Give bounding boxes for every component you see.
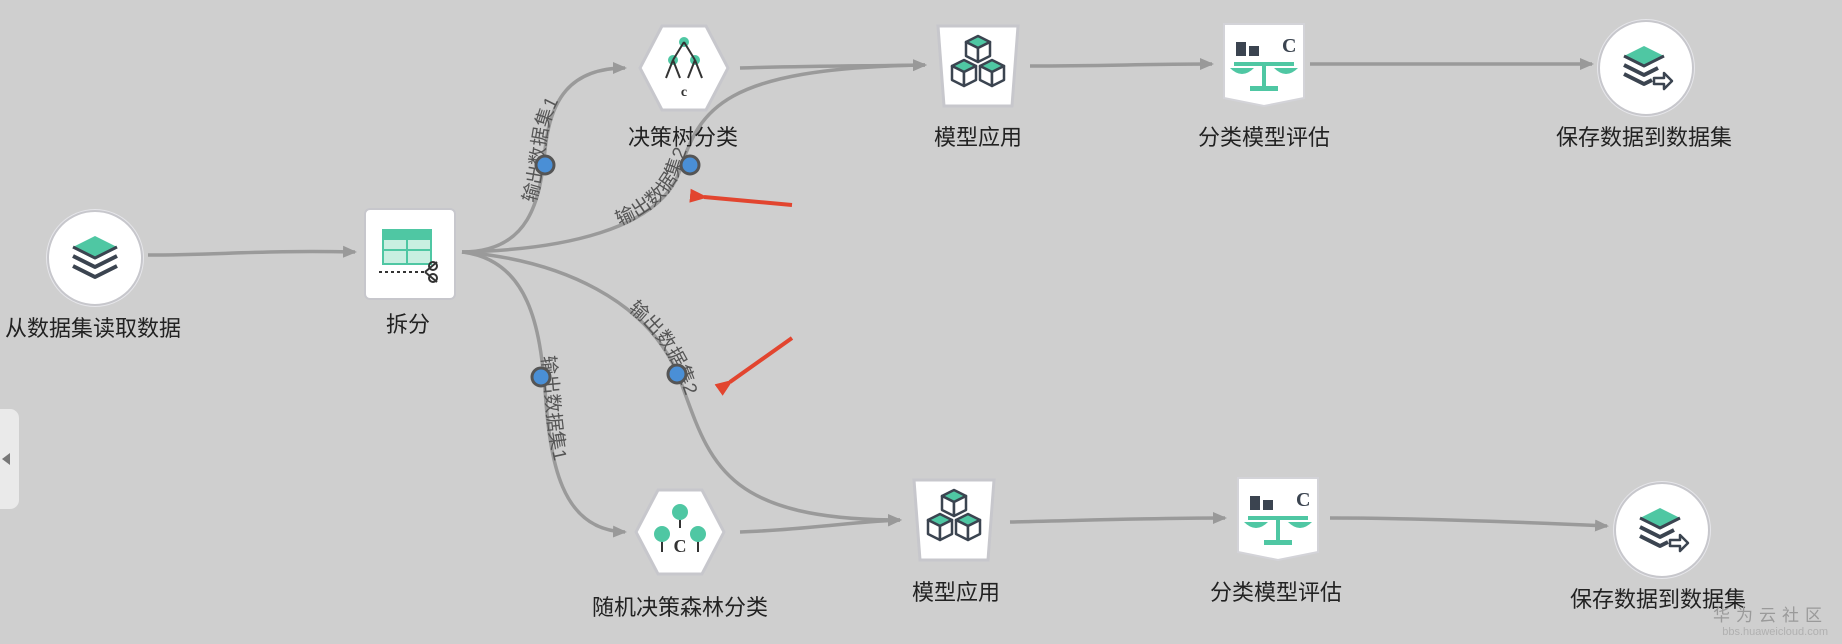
dataset-layers-icon (72, 236, 118, 279)
chevron-left-icon (2, 453, 10, 465)
node-save-top[interactable] (1598, 20, 1694, 116)
model-cubes-icon (936, 24, 1020, 108)
scale-eval-icon: C (1237, 477, 1319, 562)
node-model-apply-top[interactable] (932, 20, 1024, 112)
edge-label-out1-top: 输出数据集1 (519, 94, 563, 205)
edge-tree-to-apply-top (739, 59, 927, 72)
node-decision-tree[interactable]: c (636, 20, 732, 116)
save-dataset-icon (1639, 508, 1690, 553)
port-out2-top[interactable] (679, 154, 701, 176)
scale-eval-icon: C (1223, 23, 1305, 108)
edge-split-to-forest (461, 250, 627, 538)
label-eval-top: 分类模型评估 (1197, 125, 1331, 150)
annotation-arrow-bottom (714, 336, 794, 396)
port-out1-top[interactable] (534, 154, 556, 176)
edge-split-to-tree (461, 62, 627, 254)
edge-apply-to-eval-bottom (1009, 512, 1227, 525)
edge-forest-to-apply-bottom (739, 514, 902, 534)
edge-read-to-split (147, 245, 357, 258)
port-out2-bottom[interactable] (666, 363, 688, 385)
label-model-apply-bottom: 模型应用 (911, 580, 1001, 605)
label-save-bottom: 保存数据到数据集 (1569, 587, 1747, 612)
watermark-url: bbs.huaweicloud.com (1722, 626, 1828, 638)
label-split: 拆分 (385, 312, 431, 337)
edge-eval-to-save-bottom (1329, 516, 1609, 532)
label-decision-tree: 决策树分类 (627, 125, 739, 150)
split-table-icon (379, 229, 438, 283)
edge-label-out2-bottom: 输出数据集2 (625, 297, 701, 398)
watermark-brand: 华为云社区 (1713, 606, 1828, 625)
label-read-dataset: 从数据集读取数据 (4, 316, 182, 341)
svg-text:C: C (674, 536, 687, 556)
svg-text:c: c (681, 85, 687, 100)
watermark: 华为云社区 bbs.huaweicloud.com (1713, 601, 1828, 638)
decision-tree-icon: c (638, 24, 730, 112)
node-model-apply-bottom[interactable] (908, 474, 1000, 566)
label-eval-bottom: 分类模型评估 (1209, 580, 1343, 605)
node-read-dataset[interactable] (47, 210, 143, 306)
label-model-apply-top: 模型应用 (933, 125, 1023, 150)
node-eval-bottom[interactable]: C (1232, 472, 1324, 564)
svg-text:C: C (1296, 489, 1310, 511)
random-forest-icon: C (634, 488, 726, 576)
label-random-forest: 随机决策森林分类 (591, 595, 769, 620)
node-random-forest[interactable]: C (632, 484, 728, 580)
edge-split-to-apply-top (461, 59, 927, 254)
model-cubes-icon (912, 478, 996, 562)
side-panel-toggle[interactable] (0, 408, 20, 510)
node-save-bottom[interactable] (1614, 482, 1710, 578)
annotation-arrow-top (689, 188, 793, 207)
node-split[interactable] (364, 208, 456, 300)
svg-text:C: C (1282, 35, 1296, 57)
node-eval-top[interactable]: C (1218, 18, 1310, 110)
label-save-top: 保存数据到数据集 (1555, 125, 1733, 150)
save-dataset-icon (1623, 46, 1674, 91)
edge-apply-to-eval-top (1029, 58, 1214, 71)
edge-label-out2-top: 输出数据集2 (612, 145, 692, 231)
port-out1-bottom[interactable] (530, 366, 552, 388)
